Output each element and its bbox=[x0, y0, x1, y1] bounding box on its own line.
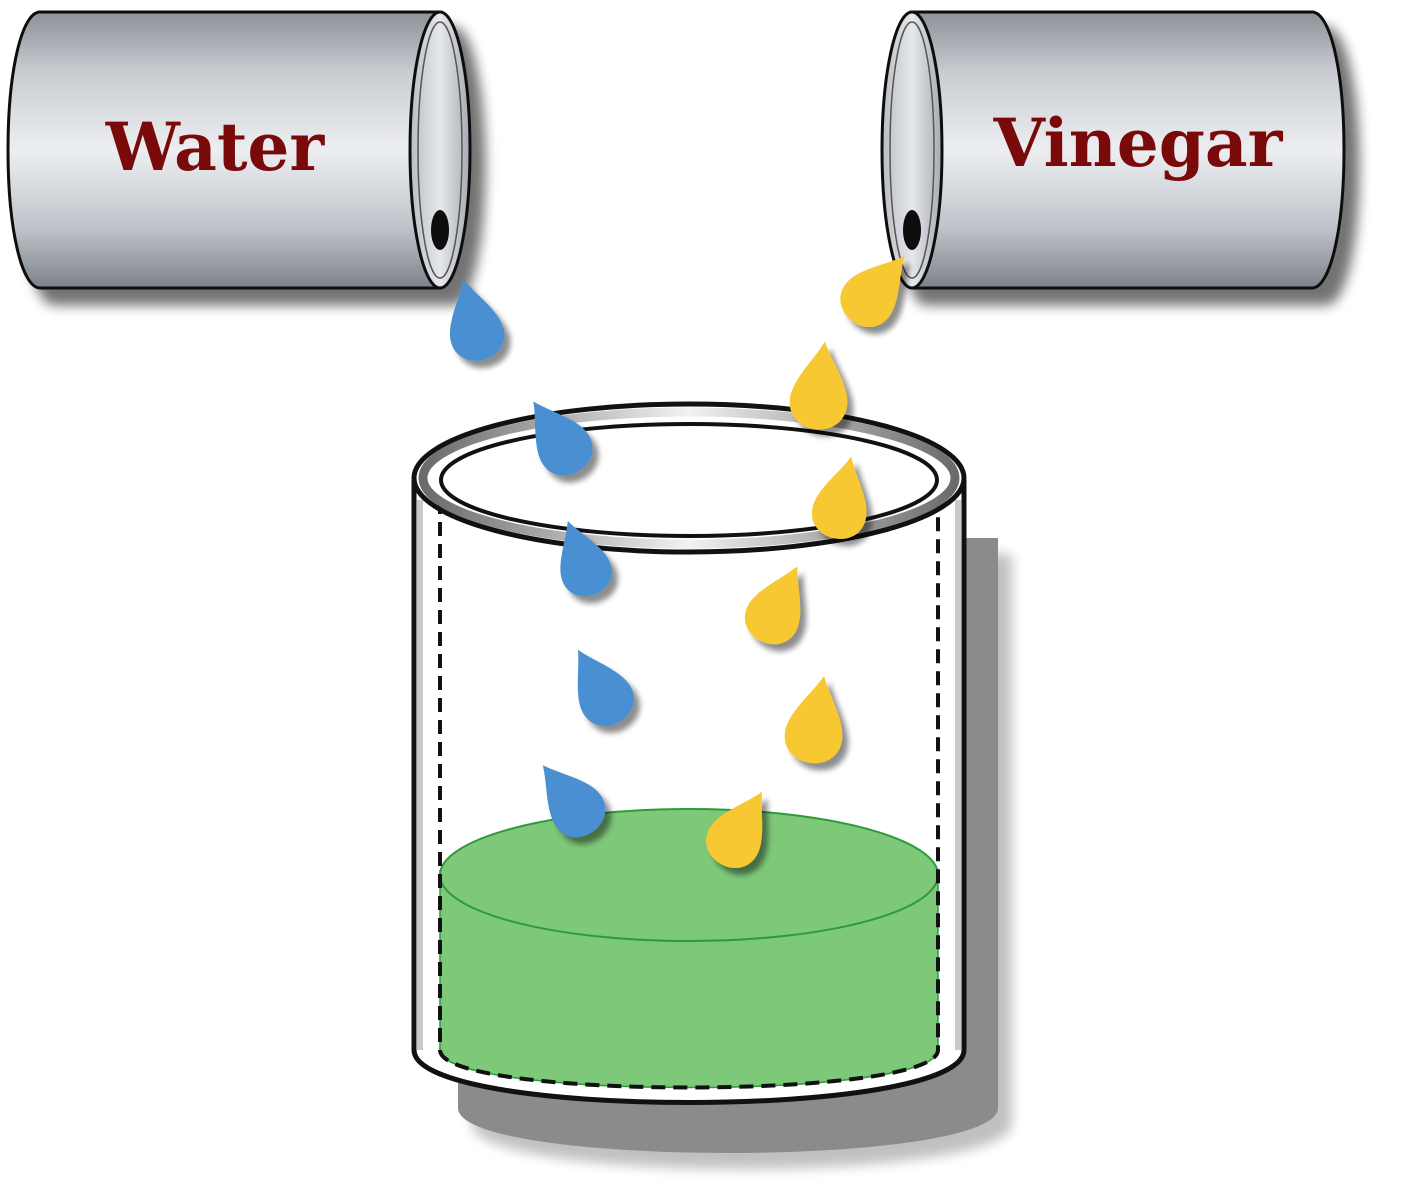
vinegar-barrel bbox=[880, 10, 1346, 290]
barrel-icon bbox=[6, 10, 472, 290]
mixture-liquid bbox=[439, 808, 939, 1089]
water-drop-icon bbox=[436, 272, 510, 367]
glass-beaker-icon bbox=[411, 401, 998, 1153]
water-label: Water bbox=[105, 108, 326, 186]
barrel-icon bbox=[880, 10, 1346, 290]
water-drop-icon bbox=[510, 386, 603, 486]
vinegar-label: Vinegar bbox=[993, 104, 1284, 182]
water-barrel bbox=[6, 10, 472, 290]
